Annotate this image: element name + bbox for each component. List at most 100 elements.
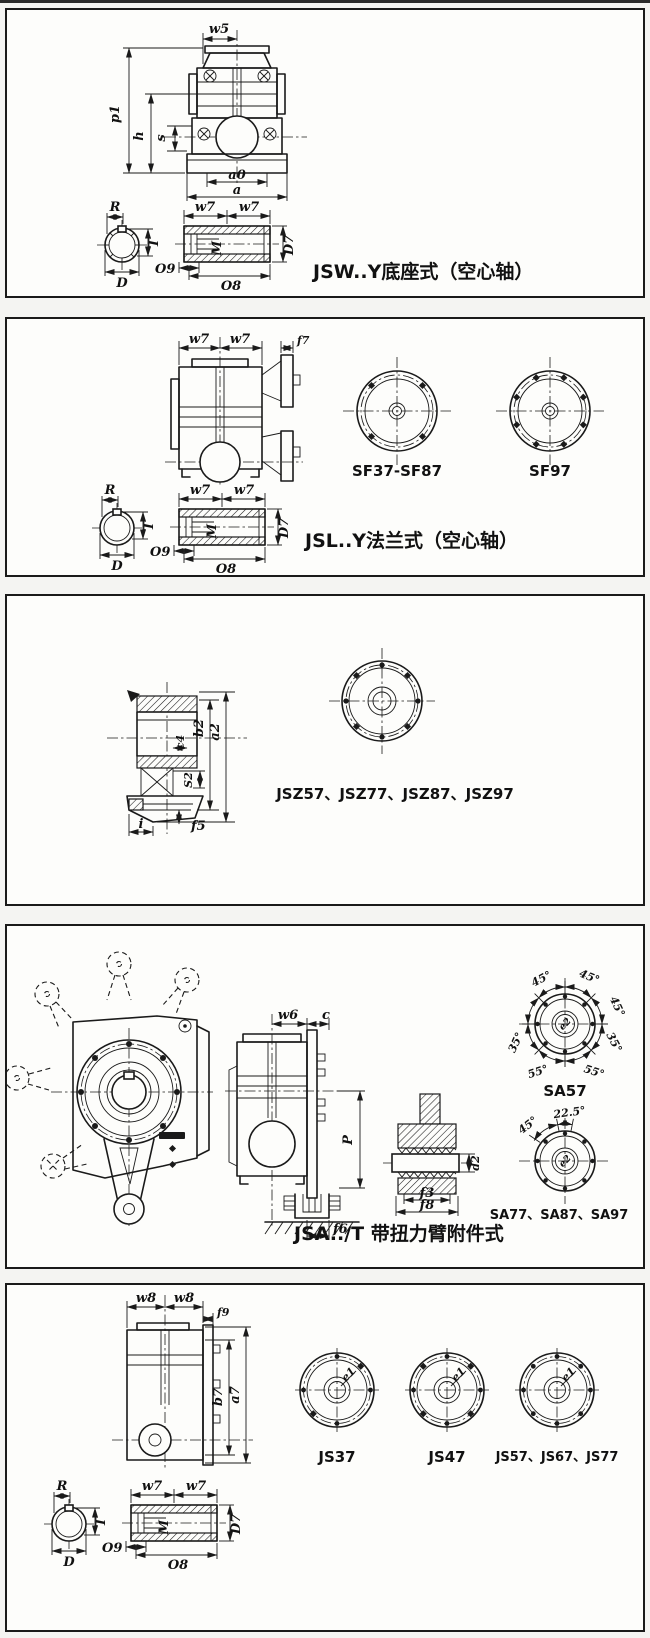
hollow-shaft-end-view: R T D bbox=[92, 483, 157, 574]
angle-label: 55° bbox=[582, 1062, 606, 1081]
jsl-drawing: w7 w7 f7 SF37-SF87 SF97 bbox=[92, 332, 604, 575]
angle-label: 45° bbox=[516, 1114, 540, 1137]
dim-a0: a0 bbox=[228, 168, 245, 183]
hollow-shaft-section: M w7 w7 D7 O9 O8 bbox=[102, 1479, 244, 1573]
hollow-shaft-end-view: R T D bbox=[44, 1479, 109, 1570]
jsa-bushing-detail: d2 f3 f8 bbox=[383, 1093, 482, 1216]
jsl-shaft-drawings: R T D M bbox=[92, 483, 292, 575]
flange-view-sf97: SF97 bbox=[496, 357, 604, 480]
dim-w7a: w7 bbox=[189, 332, 209, 347]
sa77-flange-view: e2 22.5° 45° SA77、SA87、SA97 bbox=[490, 1104, 629, 1223]
dim-c: c bbox=[322, 1008, 330, 1023]
dim-w7b: w7 bbox=[234, 483, 254, 498]
dim-O9: O9 bbox=[102, 1541, 122, 1556]
dim-R: R bbox=[56, 1479, 68, 1494]
dim-f6: f6 bbox=[332, 1222, 348, 1237]
dim-w6: w6 bbox=[278, 1008, 298, 1023]
jsa-side-view: w6 c P f6 bbox=[225, 1008, 365, 1240]
dim-d2: d2 bbox=[469, 1155, 482, 1171]
panel-title-jsw: JSW..Y底座式（空心轴） bbox=[311, 260, 533, 283]
panel-js: w8 w8 f9 b7 a7 e1 JS37 bbox=[5, 1283, 645, 1632]
dim-O9: O9 bbox=[150, 545, 170, 560]
hollow-shaft-section: M w7 w7 D7 O9 O8 bbox=[155, 200, 297, 294]
dim-R: R bbox=[104, 483, 116, 498]
dim-M: M bbox=[205, 523, 220, 539]
dim-D7: D7 bbox=[229, 1514, 244, 1535]
jsa-front-view bbox=[7, 951, 213, 1226]
flange-view-js37: e1 JS37 bbox=[295, 1348, 379, 1466]
dim-O8: O8 bbox=[168, 1558, 188, 1573]
scan-artifact bbox=[0, 0, 650, 3]
dim-c4: c4 bbox=[174, 735, 187, 749]
dim-a: a bbox=[233, 183, 241, 198]
dim-b2: b2 bbox=[192, 719, 207, 737]
dim-D: D bbox=[62, 1555, 75, 1570]
panel-jsw: w5 p1 h s a0 a R bbox=[5, 8, 645, 298]
bolt-x-marks bbox=[203, 69, 271, 83]
flange-label-sa57: SA57 bbox=[543, 1082, 586, 1100]
angle-label: 45° bbox=[607, 994, 628, 1018]
dim-T: T bbox=[94, 1516, 109, 1527]
sa57-flange-view: e2 45° 45° 45° 35° 35° 55° 55° SA57 bbox=[506, 967, 628, 1100]
dim-D: D bbox=[115, 276, 128, 291]
panel-jsl: w7 w7 f7 SF37-SF87 SF97 bbox=[5, 317, 645, 577]
jsl-side-view: w7 w7 f7 bbox=[165, 332, 310, 487]
dim-w7a: w7 bbox=[190, 483, 210, 498]
dim-D: D bbox=[110, 559, 123, 574]
jsw-dimensions: w5 p1 h s a0 a bbox=[108, 22, 288, 201]
dim-w8a: w8 bbox=[136, 1291, 156, 1306]
dim-w7b: w7 bbox=[239, 200, 259, 215]
flange-label-js57-group: JS57、JS67、JS77 bbox=[495, 1450, 619, 1465]
jsa-drawing: w6 c P f6 bbox=[7, 951, 629, 1245]
dim-f9: f9 bbox=[216, 1306, 230, 1319]
dim-w5: w5 bbox=[209, 22, 229, 37]
jsw-drawing: w5 p1 h s a0 a R bbox=[97, 22, 533, 294]
dim-P: P bbox=[341, 1134, 356, 1146]
dim-O9: O9 bbox=[155, 262, 175, 277]
flange-view-js47: e1 JS47 bbox=[405, 1348, 489, 1466]
panel-title-jsl: JSL..Y法兰式（空心轴） bbox=[303, 529, 518, 552]
panel-title-jsa: JSA../T 带扭力臂附件式 bbox=[292, 1222, 504, 1245]
jsz-section-view: b2 a2 c4 S2 f5 i bbox=[107, 682, 247, 836]
dim-w8b: w8 bbox=[174, 1291, 194, 1306]
jsz-flange-view bbox=[329, 648, 435, 754]
angle-ticks bbox=[522, 981, 608, 1067]
dim-S2: S2 bbox=[182, 772, 195, 788]
dim-p1: p1 bbox=[108, 105, 123, 123]
dim-e1: e1 bbox=[339, 1365, 359, 1385]
panel-jsz: b2 a2 c4 S2 f5 i JSZ57、JSZ77、JSZ8 bbox=[5, 594, 645, 906]
dim-D7: D7 bbox=[277, 518, 292, 539]
dim-M: M bbox=[210, 240, 225, 256]
brand-logo bbox=[159, 1132, 185, 1139]
dim-T: T bbox=[142, 520, 157, 531]
dim-a7: a7 bbox=[228, 1386, 243, 1403]
dim-w7b: w7 bbox=[230, 332, 250, 347]
dim-h: h bbox=[132, 131, 147, 140]
flange-bolts bbox=[316, 1053, 326, 1122]
angle-label: 35° bbox=[603, 1030, 624, 1054]
js-side-view: w8 w8 f9 b7 a7 bbox=[112, 1291, 253, 1470]
dim-a2: a2 bbox=[208, 723, 223, 740]
flange-label-js37: JS37 bbox=[317, 1448, 355, 1466]
dim-e1: e1 bbox=[449, 1365, 469, 1385]
panel-jsa: w6 c P f6 bbox=[5, 924, 645, 1269]
angle-label: 45° bbox=[529, 968, 553, 989]
bolt-x-marks-lower bbox=[197, 127, 277, 141]
section-cut-mark bbox=[127, 690, 140, 702]
angle-dimension-arcs bbox=[524, 983, 606, 1065]
dim-T: T bbox=[147, 237, 162, 248]
hollow-shaft-section: M w7 w7 D7 O9 O8 bbox=[150, 483, 292, 575]
angle-label: 22.5° bbox=[552, 1104, 587, 1122]
dim-e1: e1 bbox=[559, 1365, 579, 1385]
flange-label-sa77-group: SA77、SA87、SA97 bbox=[490, 1208, 629, 1223]
angle-ticks bbox=[528, 1118, 574, 1143]
dim-D7: D7 bbox=[282, 235, 297, 256]
dim-w7a: w7 bbox=[195, 200, 215, 215]
dim-b7: b7 bbox=[211, 1388, 226, 1406]
dim-f8: f8 bbox=[419, 1198, 435, 1213]
dim-M: M bbox=[157, 1519, 172, 1535]
dim-w7a: w7 bbox=[142, 1479, 162, 1494]
dim-w7b: w7 bbox=[186, 1479, 206, 1494]
clevis-bolts bbox=[283, 1195, 341, 1211]
